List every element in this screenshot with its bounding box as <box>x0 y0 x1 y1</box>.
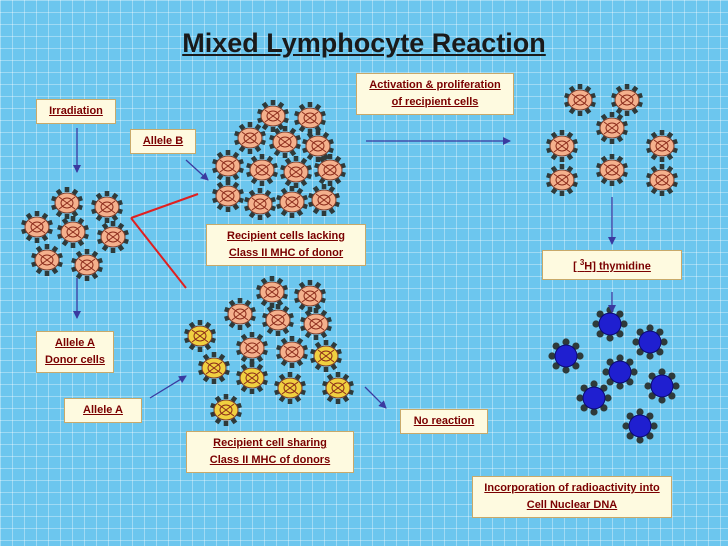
proliferated-cell <box>596 154 628 186</box>
red-line-to-allele-a-mix <box>130 217 187 289</box>
no-reaction-text: No reaction <box>413 415 475 427</box>
recipient-cell-lacking <box>314 154 346 186</box>
allele-a-donor-line1: Allele A <box>55 337 95 349</box>
radiolabeled-cell <box>622 408 658 444</box>
radiolabeled-cell <box>592 306 628 342</box>
recipient-cell-lacking <box>234 122 266 154</box>
recipient-cell-sharing <box>294 280 326 312</box>
recipient-cell-lacking <box>212 180 244 212</box>
radiolabeled-cell <box>548 338 584 374</box>
radiolabeled-cell <box>644 368 680 404</box>
recipient-lacking-label: Recipient cells lacking Class II MHC of … <box>206 224 366 266</box>
proliferated-cell <box>596 112 628 144</box>
donor-cell-allele-a <box>198 352 230 384</box>
thymidine-label: [ 3H] thymidine <box>542 250 682 280</box>
radiolabeled-cell <box>576 380 612 416</box>
thymidine-rest: H] thymidine <box>584 260 651 273</box>
incorporation-line2: Cell Nuclear DNA <box>526 499 618 511</box>
recipient-sharing-line1: Recipient cell sharing <box>213 437 327 449</box>
recipient-cell-sharing <box>262 304 294 336</box>
donor-cell <box>97 221 129 253</box>
incorporation-line1: Incorporation of radioactivity into <box>484 482 660 494</box>
donor-cell <box>21 211 53 243</box>
donor-cell-allele-a <box>236 362 268 394</box>
cells-layer <box>21 84 680 444</box>
recipient-cell-sharing <box>276 336 308 368</box>
recipient-cell-lacking <box>212 150 244 182</box>
recipient-cell-sharing <box>236 332 268 364</box>
donor-cell <box>51 187 83 219</box>
donor-cell-allele-a <box>274 372 306 404</box>
recipient-cell-lacking <box>294 102 326 134</box>
recipient-cell-lacking <box>302 130 334 162</box>
recipient-cell-lacking <box>280 156 312 188</box>
activation-label: Activation & proliferation of recipient … <box>356 73 514 115</box>
donor-cell-allele-a <box>210 394 242 426</box>
recipient-sharing-label: Recipient cell sharing Class II MHC of d… <box>186 431 354 473</box>
activation-text-line2: of recipient cells <box>391 96 479 108</box>
allele-b-text: Allele B <box>142 135 184 147</box>
allele-a-donor-label: Allele A Donor cells <box>36 331 114 373</box>
recipient-cell-sharing <box>300 308 332 340</box>
donor-cell <box>71 249 103 281</box>
activation-text-line1: Activation & proliferation <box>369 79 501 91</box>
thymidine-superscript: 3 <box>579 258 585 267</box>
donor-cell-allele-a <box>310 340 342 372</box>
thymidine-prefix: [ <box>573 260 580 273</box>
no-reaction-label: No reaction <box>400 409 488 434</box>
recipient-sharing-line2: Class II MHC of donors <box>209 454 331 466</box>
recipient-cell-sharing <box>224 298 256 330</box>
recipient-cell-lacking <box>269 126 301 158</box>
arrow-allele-a <box>149 375 187 399</box>
donor-cell <box>91 191 123 223</box>
red-line-to-allele-b-mix <box>130 193 199 219</box>
arrow-allele-b <box>185 159 209 181</box>
proliferated-cell <box>646 164 678 196</box>
allele-b-label: Allele B <box>130 129 196 154</box>
recipient-cell-lacking <box>276 186 308 218</box>
proliferated-cell <box>546 164 578 196</box>
donor-cell <box>31 244 63 276</box>
recipient-cell-lacking <box>308 184 340 216</box>
donor-cell-allele-a <box>184 320 216 352</box>
proliferated-cell <box>611 84 643 116</box>
proliferated-cell <box>646 130 678 162</box>
radiolabeled-cell <box>602 354 638 390</box>
recipient-cell-lacking <box>244 188 276 220</box>
allele-a-donor-line2: Donor cells <box>45 354 105 366</box>
incorporation-label: Incorporation of radioactivity into Cell… <box>472 476 672 518</box>
allele-a-label: Allele A <box>64 398 142 423</box>
proliferated-cell <box>564 84 596 116</box>
thymidine-text: [ 3H] thymidine <box>547 254 677 276</box>
donor-cell <box>57 216 89 248</box>
radiolabeled-cell <box>632 324 668 360</box>
donor-cell-allele-a <box>322 372 354 404</box>
arrows-layer <box>73 128 616 409</box>
allele-a-text: Allele A <box>83 404 123 416</box>
recipient-lacking-line2: Class II MHC of donor <box>228 247 344 259</box>
recipient-cell-lacking <box>257 100 289 132</box>
diagram-title: Mixed Lymphocyte Reaction <box>182 28 546 58</box>
recipient-lacking-line1: Recipient cells lacking <box>227 230 345 242</box>
irradiation-label: Irradiation <box>36 99 116 124</box>
recipient-cell-lacking <box>246 154 278 186</box>
arrow-no-reaction <box>364 386 387 409</box>
irradiation-text: Irradiation <box>49 105 103 117</box>
proliferated-cell <box>546 130 578 162</box>
recipient-cell-sharing <box>256 276 288 308</box>
